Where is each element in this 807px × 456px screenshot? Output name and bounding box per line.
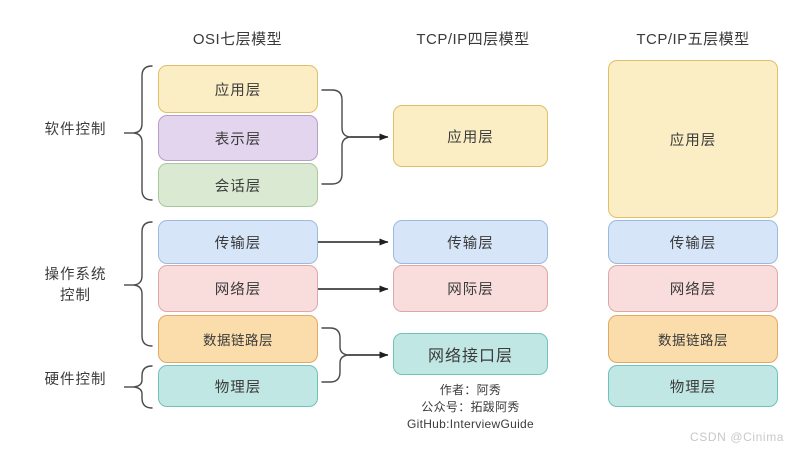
group-label-software: 软件控制 [44, 122, 107, 138]
tcpip5-layer-transport[interactable]: 传输层 [608, 220, 778, 264]
osi-layer-network[interactable]: 网络层 [158, 265, 318, 312]
tcpip5-layer-application[interactable]: 应用层 [608, 60, 778, 218]
tcpip5-layer-network[interactable]: 网络层 [608, 265, 778, 312]
credit-wechat: 公众号：拓跋阿秀 [421, 400, 520, 414]
brace-software-icon [133, 65, 153, 201]
column-title-osi: OSI七层模型 [192, 31, 283, 48]
osi-layer-application[interactable]: 应用层 [158, 65, 318, 113]
group-label-hardware: 硬件控制 [44, 372, 107, 388]
credits-block: 作者：阿秀 公众号：拓跋阿秀 GitHub:InterviewGuide [383, 382, 558, 433]
column-title-tcpip5: TCP/IP五层模型 [636, 31, 750, 48]
tcpip5-layer-datalink[interactable]: 数据链路层 [608, 315, 778, 363]
tcpip4-layer-application[interactable]: 应用层 [393, 105, 548, 167]
credit-author: 作者：阿秀 [439, 383, 502, 397]
brace-merge-netinterface-icon [321, 327, 349, 383]
tcpip4-layer-transport[interactable]: 传输层 [393, 220, 548, 264]
osi-layer-transport[interactable]: 传输层 [158, 220, 318, 264]
osi-layer-session[interactable]: 会话层 [158, 163, 318, 207]
osi-layer-datalink[interactable]: 数据链路层 [158, 315, 318, 363]
group-braces [124, 65, 153, 409]
connectors-osi-to-tcpip4 [318, 89, 389, 383]
column-title-tcpip4: TCP/IP四层模型 [416, 31, 530, 48]
watermark: CSDN @Cinima [690, 430, 785, 444]
brace-os-icon [133, 221, 153, 347]
osi-layer-physical[interactable]: 物理层 [158, 365, 318, 407]
tcpip4-layer-network-interface[interactable]: 网络接口层 [393, 333, 548, 375]
credit-github: GitHub:InterviewGuide [406, 417, 535, 431]
brace-hardware-icon [133, 365, 153, 409]
osi-layer-presentation[interactable]: 表示层 [158, 115, 318, 161]
brace-merge-application-icon [321, 89, 351, 185]
tcpip5-layer-physical[interactable]: 物理层 [608, 365, 778, 407]
tcpip4-layer-internet[interactable]: 网际层 [393, 265, 548, 312]
group-label-os: 操作系统 控制 [44, 267, 107, 304]
